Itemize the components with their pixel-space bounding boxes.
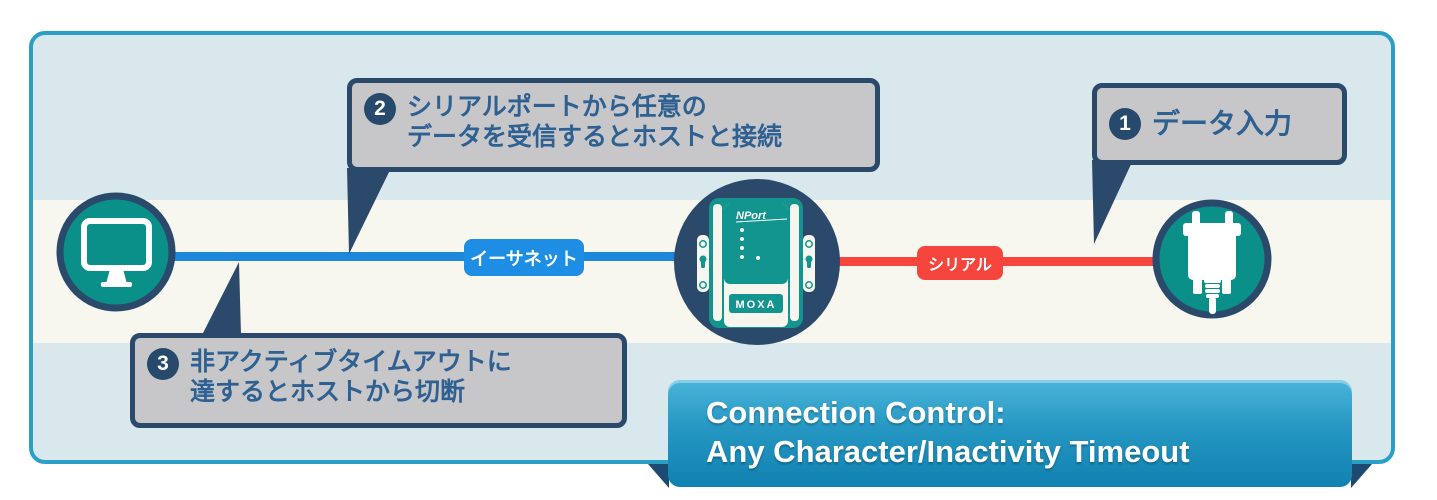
callout-step-1: 1 データ入力 [1092, 83, 1347, 165]
banner-line-2: Any Character/Inactivity Timeout [706, 434, 1190, 469]
step-1-text: データ入力 [1152, 108, 1293, 139]
callout-step-2: 2 シリアルポートから任意の データを受信するとホストと接続 [347, 78, 880, 172]
banner-fold-left [648, 464, 669, 488]
step-2-text: シリアルポートから任意の データを受信するとホストと接続 [407, 93, 783, 151]
callout-step-3: 3 非アクティブタイムアウトに 達するとホストから切断 [130, 333, 627, 428]
banner-fold-right [1351, 464, 1372, 488]
mounting-rail-left [697, 235, 709, 292]
step-3-badge: 3 [147, 348, 179, 380]
banner-line-1: Connection Control: [706, 395, 1006, 430]
serial-label: シリアル [917, 246, 1003, 280]
monitor-icon [81, 218, 152, 287]
serial-node [1152, 199, 1272, 319]
callout-1-pointer [1092, 160, 1133, 244]
host-node [56, 192, 176, 312]
step-1-badge: 1 [1109, 108, 1141, 140]
led-indicators [740, 228, 760, 260]
ethernet-label: イーサネット [464, 239, 584, 276]
nport-device: NPort MOXA [674, 179, 840, 345]
step-2-badge: 2 [364, 93, 396, 125]
callout-3-pointer [202, 262, 241, 335]
title-banner: Connection Control: Any Character/Inacti… [668, 380, 1352, 487]
serial-connector-icon [1183, 211, 1241, 314]
moxa-logo: MOXA [736, 299, 777, 311]
nport-logo: NPort [736, 210, 767, 222]
mounting-rail-right [803, 235, 815, 292]
step-3-text: 非アクティブタイムアウトに 達するとホストから切断 [190, 348, 512, 406]
callout-2-pointer [347, 168, 391, 254]
